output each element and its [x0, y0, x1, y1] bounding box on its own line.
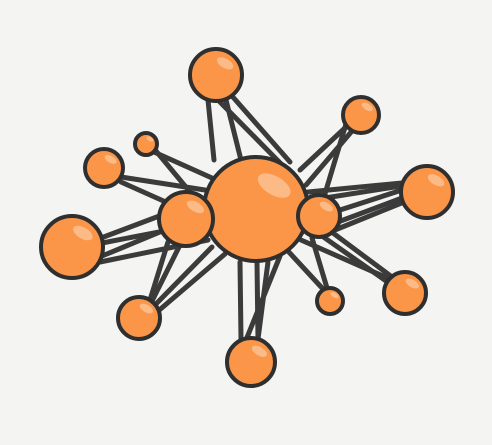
bottom-right-small-node-circle [315, 286, 345, 316]
right-node-highlight [427, 174, 445, 187]
edge-layer [97, 93, 407, 343]
node-layer [39, 47, 455, 388]
right-inner-node [296, 193, 342, 239]
left-upper-node-circle [83, 147, 125, 189]
bottom-right-node [382, 270, 428, 316]
left-inner-node-highlight [186, 200, 204, 214]
left-upper-node-highlight [104, 154, 117, 164]
bottom-node-highlight [251, 345, 267, 357]
top-left-tiny-node [133, 131, 159, 157]
edge-line [319, 233, 392, 286]
top-right-small-node-highlight [361, 102, 373, 112]
right-inner-node-highlight [319, 201, 333, 212]
left-inner-node [157, 190, 215, 248]
edge-line [118, 179, 171, 206]
top-left-tiny-node-highlight [146, 136, 154, 142]
bottom-left-node-circle [116, 295, 162, 341]
edge-line [303, 128, 355, 188]
edge-line [330, 230, 395, 280]
bottom-right-small-node-highlight [330, 292, 339, 299]
right-inner-node-circle [296, 193, 342, 239]
top-right-small-node [341, 95, 381, 135]
bottom-node [225, 336, 277, 388]
edge-line [335, 195, 405, 225]
left-inner-node-circle [157, 190, 215, 248]
top-node-circle [188, 47, 244, 103]
edge-line [297, 123, 350, 173]
edge-line [149, 242, 183, 304]
edge-line [237, 259, 244, 342]
edge-line [98, 212, 165, 241]
edge-line [321, 121, 349, 200]
top-node [188, 47, 244, 103]
bottom-right-small-node [315, 286, 345, 316]
center-node-circle [202, 155, 310, 263]
bottom-left-node-highlight [139, 303, 153, 314]
edge-line [229, 93, 293, 165]
far-left-node [39, 214, 105, 280]
edge-line [205, 97, 217, 163]
center-node [202, 155, 310, 263]
bottom-right-node-circle [382, 270, 428, 316]
top-node-highlight [216, 57, 234, 70]
top-right-small-node-circle [341, 95, 381, 135]
edge-line [305, 180, 405, 195]
edge-line [118, 174, 208, 193]
bottom-right-node-highlight [405, 278, 419, 289]
edge-line [284, 247, 326, 292]
top-left-tiny-node-circle [133, 131, 159, 157]
far-left-node-highlight [73, 225, 93, 241]
edge-line [147, 239, 171, 303]
edge-line [243, 253, 283, 343]
edge-line [327, 199, 407, 235]
edge-line [152, 244, 215, 308]
bottom-node-circle [225, 336, 277, 388]
left-upper-node [83, 147, 125, 189]
bottom-left-node [116, 295, 162, 341]
edge-line [154, 251, 228, 315]
right-node [399, 164, 455, 220]
edge-line [99, 229, 163, 259]
edge-line [337, 187, 405, 213]
right-node-circle [399, 164, 455, 220]
center-node-highlight [257, 173, 291, 198]
edge-line [254, 259, 261, 343]
far-left-node-circle [39, 214, 105, 280]
